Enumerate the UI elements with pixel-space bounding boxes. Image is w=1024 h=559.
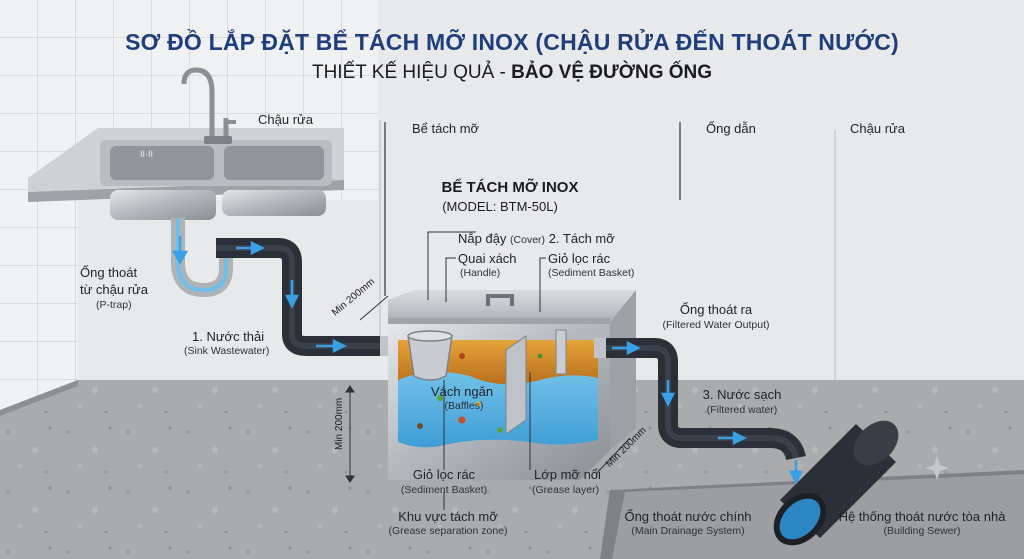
clean-water-label-en: (Filtered water) bbox=[706, 404, 778, 416]
section-sink: Chậu rửa bbox=[258, 112, 313, 127]
subtitle-prefix: THIẾT KẾ HIỆU QUẢ - bbox=[311, 62, 512, 83]
dim-left: Min 200mm bbox=[334, 397, 345, 450]
outlet-label-en: (Filtered Water Output) bbox=[662, 319, 770, 331]
wastewater-label: 1. Nước thải bbox=[192, 329, 265, 344]
basket-bottom-label-en: (Sediment Basket) bbox=[400, 484, 488, 496]
baffles-label: Vách ngăn bbox=[430, 384, 494, 399]
section-grease-trap: Bể tách mỡ bbox=[412, 121, 480, 136]
separation-zone-label: Khu vực tách mỡ bbox=[398, 509, 498, 524]
tank-model: (MODEL: BTM-50L) bbox=[442, 199, 558, 214]
building-sewer-label-en: (Building Sewer) bbox=[883, 525, 961, 537]
outlet-label: Ống thoát ra bbox=[679, 302, 753, 317]
sink-mark: II·II bbox=[140, 149, 153, 159]
clean-water-label: 3. Nước sạch bbox=[702, 387, 782, 402]
grease-separation-step: 2. Tách mỡ bbox=[548, 231, 615, 246]
grease-layer-label-en: (Grease layer) bbox=[532, 484, 600, 496]
section-sink-right: Chậu rửa bbox=[850, 121, 905, 136]
wastewater-label-en: (Sink Wastewater) bbox=[184, 345, 270, 357]
grease-layer-label: Lớp mỡ nổi bbox=[534, 467, 601, 482]
basket-top-label-en: (Sediment Basket) bbox=[548, 267, 635, 279]
handle-label: Quai xách bbox=[458, 251, 517, 266]
basket-bottom-label: Giỏ lọc rác bbox=[412, 467, 476, 482]
cover-label: Nắp đậy (Cover) 2. Tách mỡ bbox=[458, 231, 615, 247]
ptrap-label-1: Ống thoát bbox=[80, 265, 138, 280]
main-drain-label: Ống thoát nước chính bbox=[624, 509, 752, 524]
page-title: SƠ ĐỒ LẮP ĐẶT BỂ TÁCH MỠ INOX (CHẬU RỬA … bbox=[125, 29, 899, 55]
ptrap-label-en: (P-trap) bbox=[96, 299, 132, 311]
section-pipe: Ống dẫn bbox=[706, 121, 756, 136]
page-subtitle: THIẾT KẾ HIỆU QUẢ - BẢO VỆ ĐƯỜNG ỐNG bbox=[311, 62, 713, 84]
cover-label-vi: Nắp đậy bbox=[458, 231, 507, 246]
building-sewer-label: Hệ thống thoát nước tòa nhà bbox=[838, 509, 1006, 524]
ptrap-label-2: từ chậu rửa bbox=[80, 282, 148, 297]
cover-label-en: (Cover) bbox=[510, 234, 546, 246]
subtitle-bold: BẢO VỆ ĐƯỜNG ỐNG bbox=[511, 62, 713, 83]
baffles-label-en: (Baffles) bbox=[444, 400, 484, 412]
tank-name: BỂ TÁCH MỠ INOX bbox=[441, 179, 579, 196]
basket-top-label: Giỏ lọc rác bbox=[548, 251, 611, 266]
separation-zone-label-en: (Grease separation zone) bbox=[388, 525, 508, 537]
handle-label-en: (Handle) bbox=[460, 267, 501, 279]
main-drain-label-en: (Main Drainage System) bbox=[631, 525, 745, 537]
